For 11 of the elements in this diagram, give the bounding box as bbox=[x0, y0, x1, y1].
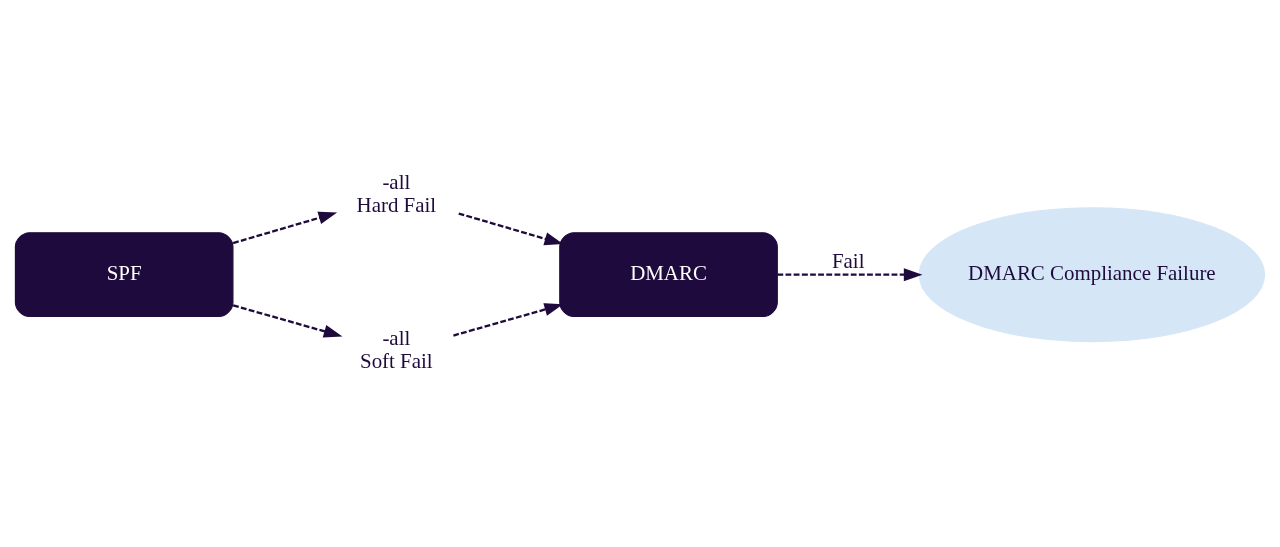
node-box: DMARC bbox=[559, 232, 778, 318]
arrow bbox=[232, 304, 343, 338]
node-text: -all Hard Fail bbox=[356, 170, 437, 218]
edge-label: Fail bbox=[831, 249, 865, 274]
node-ellipse: DMARC Compliance Failure bbox=[918, 207, 1266, 343]
arrow bbox=[232, 211, 338, 245]
node-text: -all Soft Fail bbox=[360, 325, 433, 374]
node-box: SPF bbox=[14, 232, 234, 318]
arrow bbox=[777, 268, 923, 282]
arrow bbox=[453, 303, 564, 337]
arrow bbox=[458, 212, 564, 246]
